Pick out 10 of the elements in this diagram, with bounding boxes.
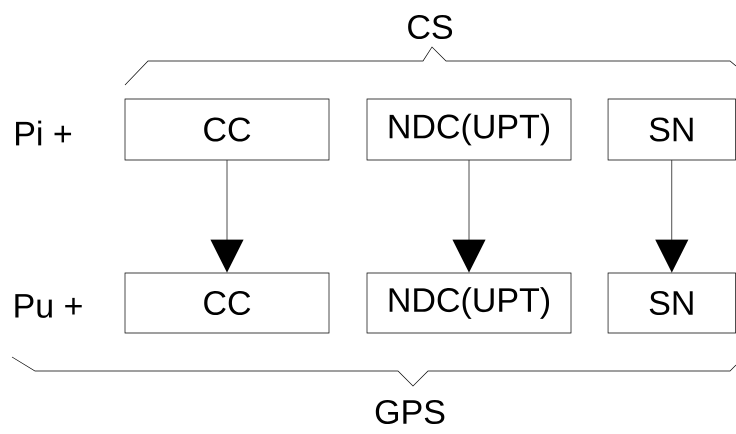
label: CS (408, 14, 452, 40)
process-box: SN (608, 272, 736, 334)
process-box: CC (124, 272, 330, 334)
process-box: NDC(UPT) (366, 272, 572, 334)
label: Pi + (16, 120, 72, 146)
label: GPS (376, 400, 444, 424)
process-box: NDC(UPT) (366, 98, 572, 160)
process-box: SN (608, 98, 736, 160)
label: Pu + (15, 294, 82, 318)
process-box: CC (124, 98, 330, 160)
